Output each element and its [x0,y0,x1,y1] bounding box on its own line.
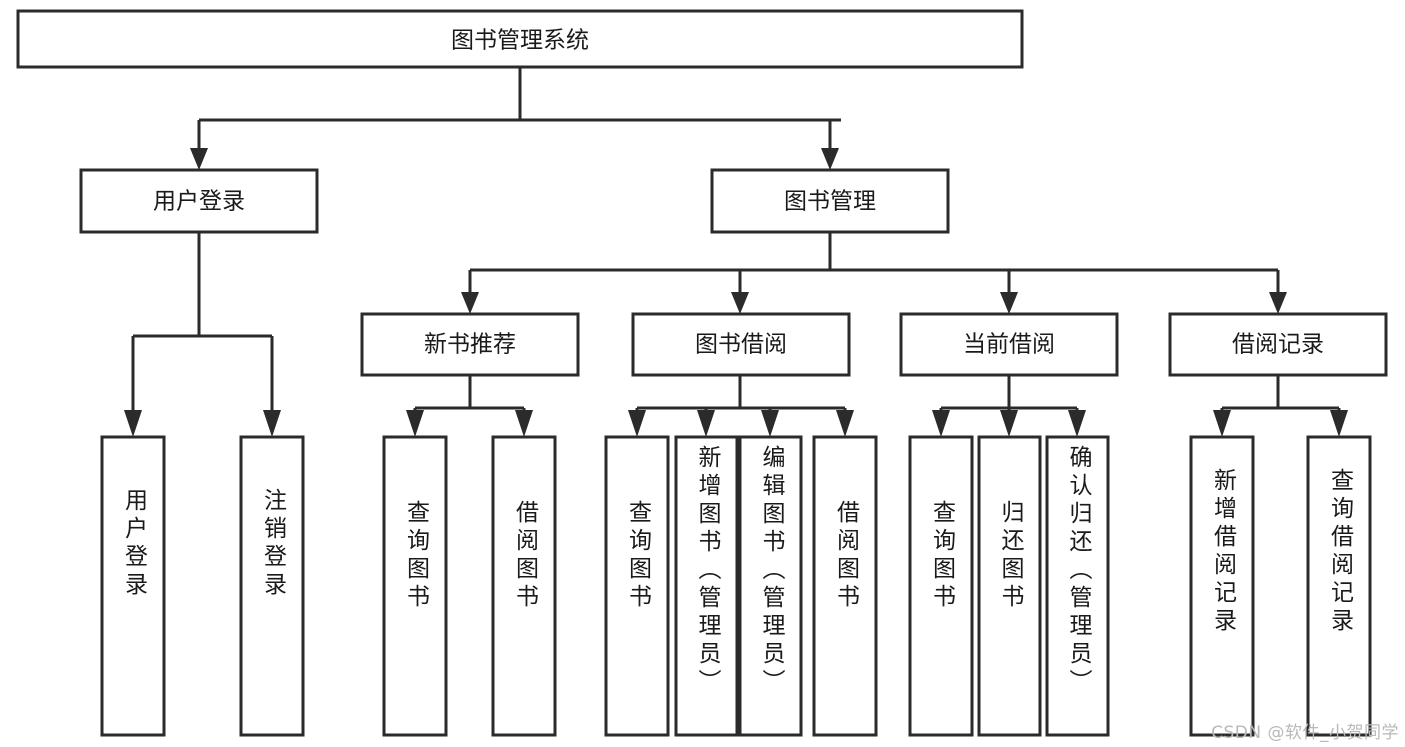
arrowhead-leaf-add-record [1213,410,1231,437]
node-user-login[interactable] [79,168,319,234]
arrowhead-leaf-user-logout [263,410,281,437]
arrowhead-leaf-edit-book [761,410,779,437]
node-root[interactable] [16,9,1024,69]
arrowhead-leaf-query-record [1330,410,1348,437]
node-new-book-recommend[interactable] [360,312,580,377]
node-book-borrow-label: 图书借阅 [695,332,787,358]
arrowhead-book-manage [821,148,839,170]
arrowhead-borrow-record [1269,292,1287,314]
arrowhead-current-borrow [1000,292,1018,314]
connector-layer [124,67,1348,437]
node-book-borrow[interactable] [631,312,851,377]
node-book-manage[interactable] [710,168,950,234]
node-new-book-recommend-label: 新书推荐 [424,332,516,358]
arrowhead-leaf-confirm-return [1068,410,1086,437]
node-current-borrow[interactable] [899,312,1119,377]
node-leaf-add-book[interactable] [674,435,739,737]
node-current-borrow-label: 当前借阅 [963,332,1055,358]
arrowhead-leaf-user-login [124,410,142,437]
node-leaf-add-record[interactable] [1189,435,1255,737]
node-layer: 图书管理系统 用户登录 图书管理 新书推荐 图书借阅 当前借阅 借阅记录 [16,9,1388,737]
node-leaf-user-logout[interactable] [239,435,305,737]
node-leaf-borrow-book-2[interactable] [812,435,878,737]
arrowhead-leaf-query-book-2 [628,410,646,437]
node-user-login-label: 用户登录 [153,189,245,215]
node-leaf-return-book[interactable] [977,435,1042,737]
node-book-manage-label: 图书管理 [784,189,876,215]
arrowhead-leaf-query-book-3 [932,410,950,437]
node-leaf-user-login[interactable] [100,435,166,737]
node-leaf-borrow-book-1[interactable] [491,435,557,737]
node-leaf-query-book-1[interactable] [382,435,448,737]
arrowhead-new-book-recommend [461,292,479,314]
node-leaf-edit-book[interactable] [738,435,803,737]
arrowhead-leaf-query-book-1 [406,410,424,437]
arrowhead-user-login [190,148,208,170]
node-leaf-query-book-2[interactable] [604,435,670,737]
node-borrow-record-label: 借阅记录 [1232,332,1324,358]
node-root-label: 图书管理系统 [451,28,589,54]
arrowhead-leaf-return-book [1000,410,1018,437]
arrowhead-leaf-borrow-book-2 [836,410,854,437]
arrowhead-book-borrow [731,292,749,314]
node-borrow-record[interactable] [1168,312,1388,377]
arrowhead-leaf-add-book [697,410,715,437]
arrowhead-leaf-borrow-book-1 [515,410,533,437]
node-leaf-query-record[interactable] [1306,435,1372,737]
node-leaf-confirm-return[interactable] [1045,435,1110,737]
node-leaf-query-book-3[interactable] [908,435,974,737]
csdn-watermark: CSDN @软件_小贺同学 [1211,723,1399,743]
